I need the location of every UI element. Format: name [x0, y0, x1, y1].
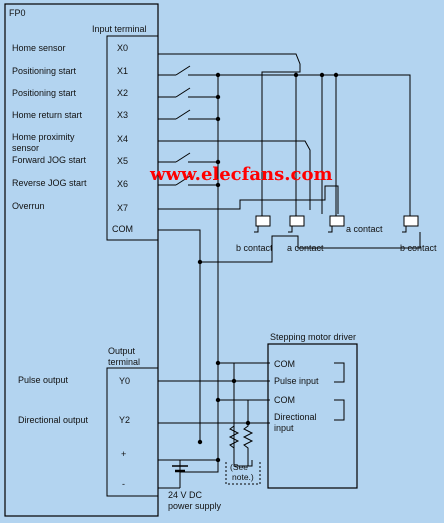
- plc-frame: [4, 3, 159, 517]
- stepper-driver-box: [267, 343, 358, 489]
- junction: [215, 360, 221, 366]
- terminal-x7: X7: [117, 203, 128, 213]
- wires: [158, 53, 421, 489]
- output-terminal-title-1: Output: [108, 346, 136, 356]
- switch-x5: [175, 152, 191, 163]
- wire-sensor-return: [200, 232, 421, 263]
- switch-x3: [175, 109, 191, 120]
- label-a-contact-left: a contact: [287, 243, 324, 253]
- sensor-leads: [254, 210, 411, 233]
- sensor-a-right-icon: [329, 215, 345, 227]
- terminal-com: COM: [112, 224, 133, 234]
- driver-directional-input-2: input: [274, 423, 294, 433]
- junction: [231, 378, 237, 384]
- wire-x4: [158, 140, 311, 210]
- junction: [215, 72, 221, 78]
- wire-x0: [158, 53, 301, 210]
- terminal-x4: X4: [117, 134, 128, 144]
- output-terminal-block: [106, 367, 159, 497]
- terminal-plus: +: [121, 449, 126, 459]
- junction: [215, 94, 221, 100]
- driver-optocoupler-brackets: [334, 362, 345, 421]
- junction: [197, 439, 203, 445]
- sensor-a-left-icon: [289, 215, 305, 227]
- junction: [215, 397, 221, 403]
- terminal-y0: Y0: [119, 376, 130, 386]
- input-label-x5: Forward JOG start: [12, 155, 87, 165]
- wire-com: [158, 229, 201, 442]
- junction: [319, 72, 325, 78]
- junctions: [197, 72, 339, 463]
- resistor-1: [228, 416, 240, 456]
- power-supply-line-2: power supply: [168, 501, 222, 511]
- resistor-2: [242, 400, 254, 456]
- junction: [215, 182, 221, 188]
- wire-x1-b: [188, 74, 411, 214]
- switch-x1: [175, 65, 191, 76]
- junction: [215, 159, 221, 165]
- sensor-b-right-icon: [403, 215, 419, 227]
- output-label-y0: Pulse output: [18, 375, 69, 385]
- driver-pulse-input: Pulse input: [274, 376, 319, 386]
- watermark: www.elecfans.com: [149, 164, 333, 185]
- input-label-x2: Positioning start: [12, 88, 77, 98]
- label-a-contact-right: a contact: [346, 224, 383, 234]
- terminal-x2: X2: [117, 88, 128, 98]
- terminal-x5: X5: [117, 156, 128, 166]
- junction: [197, 259, 203, 265]
- switch-x6: [175, 175, 191, 186]
- driver-com-2: COM: [274, 395, 295, 405]
- input-label-x4-line2: sensor: [12, 143, 39, 153]
- input-terminal-block: [106, 35, 159, 241]
- driver-com-1: COM: [274, 359, 295, 369]
- terminal-x1: X1: [117, 66, 128, 76]
- input-label-x6: Reverse JOG start: [12, 178, 87, 188]
- terminal-x0: X0: [117, 43, 128, 53]
- junction: [333, 72, 339, 78]
- note-line-1: (See: [230, 462, 248, 472]
- input-label-x4: Home proximity: [12, 132, 75, 142]
- junction: [245, 420, 251, 426]
- junction: [293, 72, 299, 78]
- input-label-x7: Overrun: [12, 201, 45, 211]
- output-label-y2: Directional output: [18, 415, 89, 425]
- driver-directional-input-1: Directional: [274, 412, 317, 422]
- plc-name: FP0: [9, 8, 26, 18]
- input-label-x0: Home sensor: [12, 43, 66, 53]
- note-line-2: note.): [232, 472, 254, 482]
- junction: [215, 116, 221, 122]
- label-b-contact-right: b contact: [400, 243, 437, 253]
- terminal-x6: X6: [117, 179, 128, 189]
- junction: [215, 457, 221, 463]
- wire-driver-com-1: [218, 362, 253, 467]
- wire-x7: [158, 185, 339, 214]
- sensors: [255, 215, 419, 227]
- switch-x2: [175, 87, 191, 98]
- stepper-driver-title: Stepping motor driver: [270, 332, 356, 342]
- input-terminal-title: Input terminal: [92, 24, 147, 34]
- output-terminal-title-2: terminal: [108, 357, 140, 367]
- power-supply-line-1: 24 V DC: [168, 490, 203, 500]
- terminal-x3: X3: [117, 110, 128, 120]
- label-b-contact-left: b contact: [236, 243, 273, 253]
- terminal-minus: -: [122, 479, 125, 489]
- sensor-b-left-icon: [255, 215, 271, 227]
- input-label-x3: Home return start: [12, 110, 83, 120]
- terminal-y2: Y2: [119, 415, 130, 425]
- input-label-x1: Positioning start: [12, 66, 77, 76]
